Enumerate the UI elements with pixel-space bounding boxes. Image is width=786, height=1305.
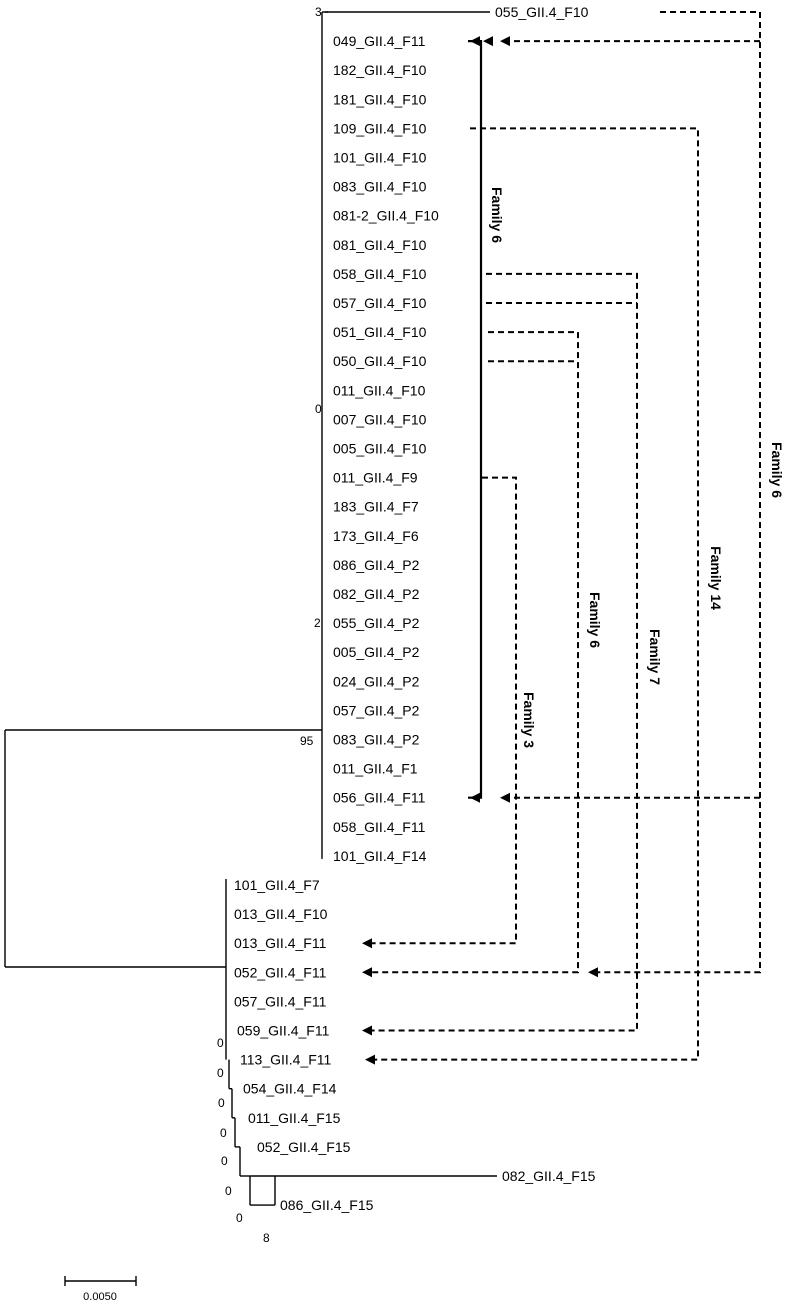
family-6-link-b xyxy=(598,11,761,974)
leaf-label: 081_GII.4_F10 xyxy=(333,237,427,253)
leaf-label: 082_GII.4_P2 xyxy=(333,586,420,602)
scale-bar: 0.0050 xyxy=(64,1276,137,1303)
family-label: Family 6 xyxy=(587,592,603,648)
leaf-label: 011_GII.4_F15 xyxy=(248,1110,341,1126)
family-3-link xyxy=(372,476,517,945)
leaf-label: 013_GII.4_F11 xyxy=(234,935,327,951)
arrowhead xyxy=(362,1025,372,1036)
family-6-link-a xyxy=(372,331,579,974)
family-6-solid-bracket xyxy=(468,40,483,799)
arrowhead xyxy=(365,1054,375,1065)
leaf-label: 183_GII.4_F7 xyxy=(333,499,419,515)
leaf-label: 181_GII.4_F10 xyxy=(333,91,427,107)
leaf-label: 086_GII.4_F15 xyxy=(280,1197,374,1213)
leaf-label: 055_GII.4_F10 xyxy=(495,4,589,20)
leaf-label: 083_GII.4_P2 xyxy=(333,732,420,748)
leaf-label: 050_GII.4_F10 xyxy=(333,353,427,369)
bootstrap-value: 2 xyxy=(314,616,321,630)
arrowhead xyxy=(588,967,598,978)
leaf-label: 173_GII.4_F6 xyxy=(333,528,419,544)
arrowhead xyxy=(470,792,480,803)
family-7-link xyxy=(372,272,638,1032)
leaf-label: 005_GII.4_F10 xyxy=(333,441,427,457)
bootstrap-value: 0 xyxy=(220,1126,227,1140)
leaf-label: 024_GII.4_P2 xyxy=(333,673,420,689)
arrowhead xyxy=(500,36,510,47)
leaf-label: 011_GII.4_F1 xyxy=(333,761,418,777)
arrowhead xyxy=(483,36,493,47)
leaf-label: 101_GII.4_F7 xyxy=(234,877,320,893)
leaf-label: 011_GII.4_F9 xyxy=(333,470,418,486)
family-label: Family 3 xyxy=(521,692,537,748)
arrowhead xyxy=(500,792,510,803)
leaf-label: 182_GII.4_F10 xyxy=(333,62,427,78)
family-label: Family 14 xyxy=(708,546,724,610)
leaf-label: 081-2_GII.4_F10 xyxy=(333,208,439,224)
bootstrap-value: 0 xyxy=(218,1096,225,1110)
leaf-label: 101_GII.4_F10 xyxy=(333,150,427,166)
leaf-label: 049_GII.4_F11 xyxy=(333,33,426,49)
arrowhead xyxy=(362,938,372,949)
leaf-label: 056_GII.4_F11 xyxy=(333,790,426,806)
leaf-label: 055_GII.4_P2 xyxy=(333,615,420,631)
leaf-label: 013_GII.4_F10 xyxy=(234,906,328,922)
tree-branches xyxy=(4,11,497,1206)
scale-bar-label: 0.0050 xyxy=(83,1291,117,1303)
leaf-label: 101_GII.4_F14 xyxy=(333,848,427,864)
bootstrap-value: 0 xyxy=(217,1036,224,1050)
bootstrap-value: 0 xyxy=(236,1211,243,1225)
bootstrap-value: 95 xyxy=(300,734,314,748)
leaf-label: 007_GII.4_F10 xyxy=(333,411,427,427)
bootstrap-value: 3 xyxy=(315,5,322,19)
family-14-link xyxy=(375,127,699,1061)
bootstrap-value: 0 xyxy=(315,402,322,416)
leaf-label: 113_GII.4_F11 xyxy=(240,1052,332,1068)
leaf-label: 109_GII.4_F10 xyxy=(333,120,427,136)
leaf-labels: 055_GII.4_F10 049_GII.4_F11 182_GII.4_F10 1… xyxy=(234,4,596,1213)
leaf-label: 057_GII.4_P2 xyxy=(333,702,420,718)
leaf-label: 011_GII.4_F10 xyxy=(333,382,426,398)
arrowhead xyxy=(362,967,372,978)
leaf-label: 005_GII.4_P2 xyxy=(333,644,420,660)
bootstrap-value: 0 xyxy=(217,1066,224,1080)
family-label: Family 7 xyxy=(647,629,663,685)
bootstrap-value: 0 xyxy=(225,1184,232,1198)
leaf-label: 051_GII.4_F10 xyxy=(333,324,427,340)
family-label: Family 6 xyxy=(489,187,505,243)
bootstrap-value: 0 xyxy=(221,1154,228,1168)
leaf-label: 054_GII.4_F14 xyxy=(243,1081,337,1097)
leaf-label: 057_GII.4_F10 xyxy=(333,295,427,311)
leaf-label: 057_GII.4_F11 xyxy=(234,993,327,1009)
arrowhead xyxy=(470,36,480,47)
leaf-label: 059_GII.4_F11 xyxy=(237,1023,330,1039)
leaf-label: 058_GII.4_F10 xyxy=(333,266,427,282)
leaf-label: 058_GII.4_F11 xyxy=(333,819,426,835)
leaf-label: 052_GII.4_F11 xyxy=(234,964,327,980)
leaf-label: 086_GII.4_P2 xyxy=(333,557,420,573)
leaf-label: 052_GII.4_F15 xyxy=(257,1139,351,1155)
leaf-label: 083_GII.4_F10 xyxy=(333,179,427,195)
family-label: Family 6 xyxy=(769,442,785,498)
bootstrap-value: 8 xyxy=(263,1231,270,1245)
leaf-label: 082_GII.4_F15 xyxy=(502,1168,596,1184)
family-links: Family 6 Family 3 Family 6 Family 7 Family 1… xyxy=(362,11,785,1065)
